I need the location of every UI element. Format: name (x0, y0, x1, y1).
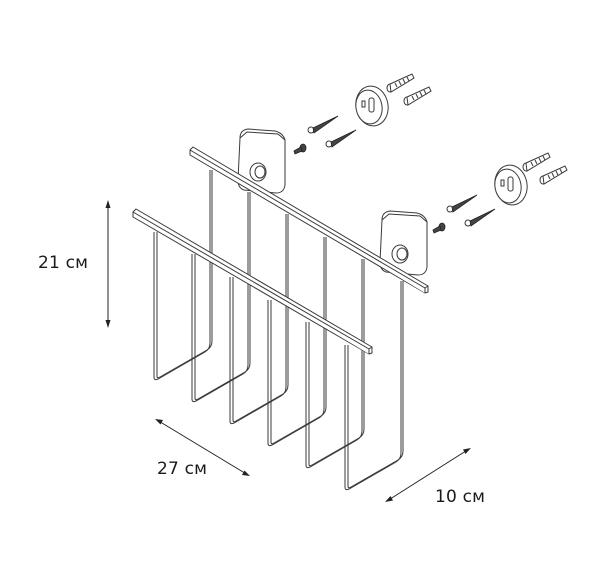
wall-plug-icon (539, 165, 568, 185)
wood-screw-icon (307, 115, 339, 134)
mount-plate-icon (355, 85, 389, 127)
back-bar (189, 146, 429, 294)
wire-loop-6 (344, 281, 404, 491)
wire-loop-3 (229, 214, 289, 425)
wall-bracket-lower (379, 210, 428, 276)
wire-loop-4 (267, 237, 327, 447)
wire-loop-5 (305, 259, 365, 469)
set-screw-icon (293, 143, 307, 155)
depth-dimension-line (385, 448, 471, 502)
height-dimension-label: 21 см (38, 253, 89, 273)
set-screw-icon (432, 222, 446, 234)
wire-loop-1 (153, 170, 213, 381)
wood-screw-icon (325, 129, 357, 148)
mount-plate-icon (494, 164, 528, 206)
wall-plug-icon (403, 86, 432, 106)
width-dimension-label: 27 см (157, 459, 208, 479)
wall-plug-icon (386, 73, 415, 93)
depth-dimension-label: 10 см (435, 487, 486, 507)
width-dimension-line (155, 419, 250, 476)
wood-screw-icon (464, 208, 496, 227)
wire-loops (153, 170, 404, 491)
wood-screw-icon (446, 194, 478, 213)
wire-loop-2 (191, 192, 251, 403)
lower-mounting-set (432, 152, 568, 234)
front-bar (132, 208, 373, 355)
wall-bracket-upper (237, 128, 286, 194)
upper-mounting-set (293, 73, 432, 155)
height-dimension-line (105, 200, 111, 328)
wall-plug-icon (522, 152, 551, 172)
